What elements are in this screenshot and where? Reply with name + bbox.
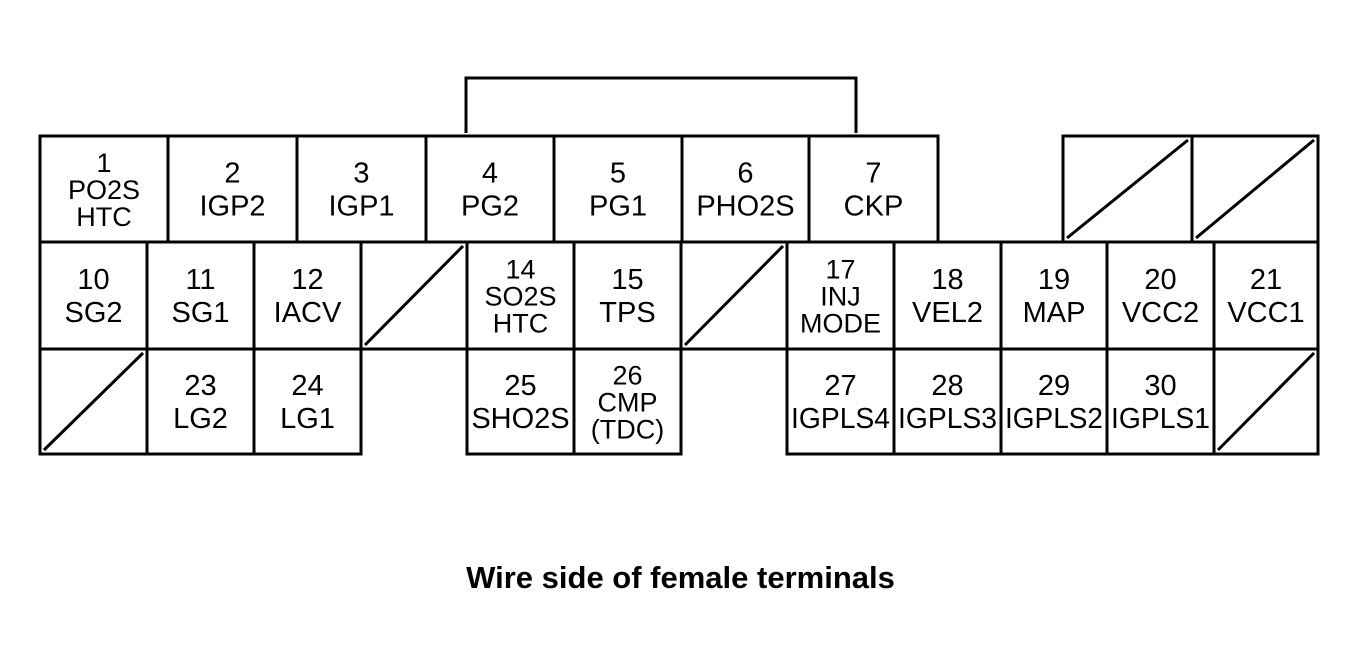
terminal-number: 19 [1038,264,1070,296]
diagram-caption: Wire side of female terminals [466,560,895,595]
terminal-number: 5 [610,158,626,190]
terminal-signal-label: LG2 [173,403,228,435]
terminal-signal-label: MODE [800,309,881,339]
terminal-signal-label: HTC [493,309,549,339]
terminal-signal-label: IGPLS1 [1111,403,1210,435]
terminal-cell-24 [252,347,363,456]
terminal-number: 6 [737,158,753,190]
terminal-number: 11 [185,264,215,296]
terminal-number: 26 [612,361,642,391]
terminal-number: 24 [291,370,323,402]
terminal-number: 30 [1144,370,1176,402]
empty-cavity [1212,347,1320,456]
terminal-number: 17 [825,255,855,285]
terminal-signal-label: IGPLS4 [791,403,890,435]
terminal-number: 21 [1250,264,1282,296]
empty-cavity-slash [363,244,465,347]
terminal-number: 23 [184,370,216,402]
terminal-signal-label: HTC [76,202,132,232]
terminal-number: 2 [224,158,240,190]
terminal-signal-label: IGP2 [199,191,265,223]
terminal-signal-label: IGP1 [328,191,394,223]
terminal-signal-label: PO2S [68,175,140,205]
terminal-signal-label: PG1 [589,191,647,223]
connector-pinout-svg: 1PO2SHTC2IGP23IGP14PG25PG16PHO2S7CKP10SG… [38,76,1320,456]
terminal-signal-label: SO2S [484,282,556,312]
terminal-signal-label: (TDC) [591,415,664,445]
terminal-number: 12 [291,264,323,296]
terminal-cell-26 [572,347,683,456]
empty-cavity-slash [683,244,785,347]
terminal-signal-label: CMP [598,388,658,418]
terminal-number: 1 [96,148,111,178]
empty-cavity-slash [1195,138,1315,240]
terminal-number: 4 [482,158,498,190]
terminal-signal-label: MAP [1023,297,1086,329]
terminal-signal-label: PG2 [461,191,519,223]
terminal-number: 25 [504,370,536,402]
terminal-number: 18 [931,264,963,296]
terminal-signal-label: TPS [599,297,655,329]
terminal-signal-label: CKP [844,191,904,223]
terminal-signal-label: IACV [274,297,342,329]
terminal-signal-label: SHO2S [471,403,569,435]
terminal-number: 29 [1038,370,1070,402]
connector-lock-tab [464,76,858,133]
empty-cavity-slash [1066,138,1189,240]
terminal-signal-label: VCC2 [1122,297,1199,329]
terminal-number: 27 [824,370,856,402]
terminal-number: 3 [353,158,369,190]
terminal-number: 14 [505,255,535,285]
terminal-signal-label: SG1 [171,297,229,329]
terminal-number: 10 [77,264,109,296]
terminal-signal-label: INJ [820,282,861,312]
terminal-cells: 1PO2SHTC2IGP23IGP14PG25PG16PHO2S7CKP10SG… [64,148,1304,445]
terminal-number: 7 [865,158,881,190]
terminal-signal-label: LG1 [280,403,335,435]
empty-cavity-slash [42,351,145,452]
empty-cavity-slash [1216,351,1316,452]
terminal-number: 20 [1144,264,1176,296]
terminal-signal-label: VCC1 [1227,297,1304,329]
terminal-signal-label: IGPLS3 [898,403,997,435]
connector-outline [38,76,1320,456]
terminal-signal-label: IGPLS2 [1005,403,1103,435]
terminal-number: 28 [931,370,963,402]
terminal-signal-label: PHO2S [696,191,794,223]
terminal-signal-label: VEL2 [912,297,983,329]
terminal-number: 15 [611,264,643,296]
terminal-signal-label: SG2 [64,297,122,329]
